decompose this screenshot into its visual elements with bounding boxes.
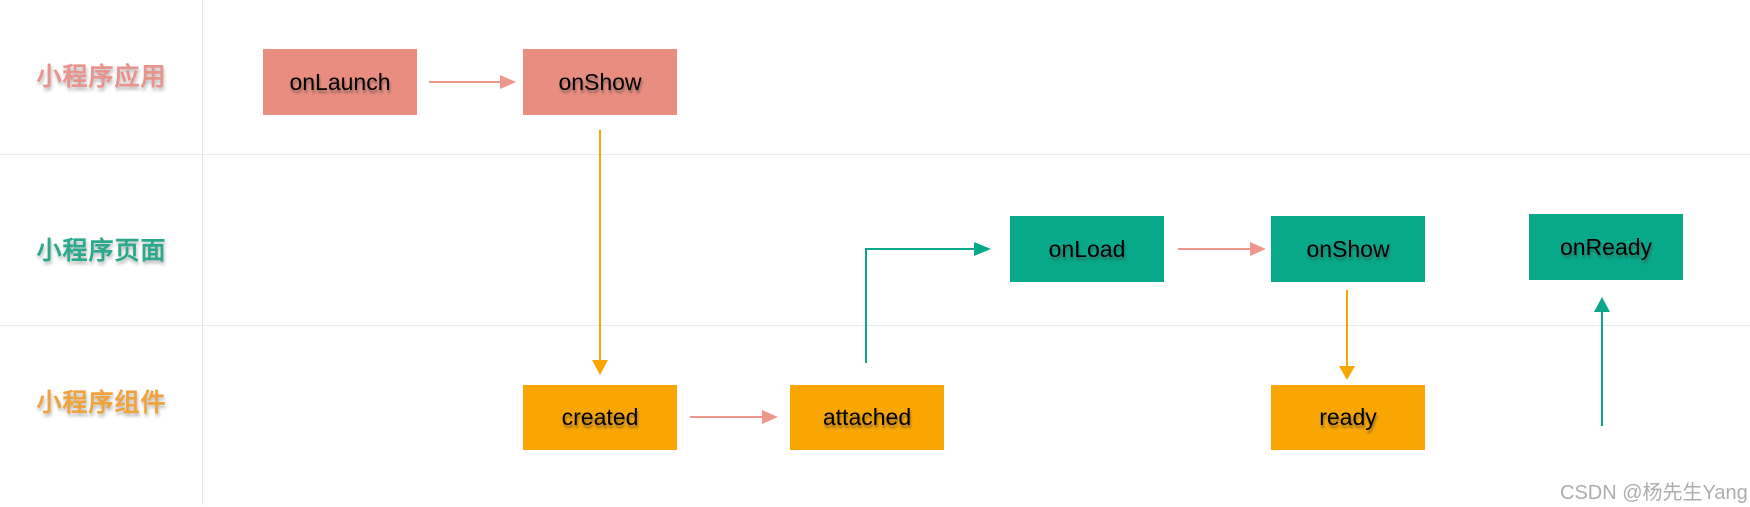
arrow-ready-to-onready bbox=[1430, 297, 1610, 426]
arrow-onshow-to-created bbox=[592, 130, 608, 375]
arrow-onload-to-onshow bbox=[1178, 242, 1266, 256]
node-comp-attached: attached bbox=[790, 385, 944, 450]
csdn-watermark: CSDN @杨先生Yang bbox=[1560, 482, 1748, 504]
node-page-onready: onReady bbox=[1529, 214, 1683, 280]
node-comp-created: created bbox=[523, 385, 677, 450]
divider-vertical-label-column bbox=[202, 0, 203, 505]
arrow-onlaunch-to-onshow bbox=[429, 75, 516, 89]
arrow-attached-to-onload bbox=[865, 242, 991, 363]
node-comp-ready: ready bbox=[1271, 385, 1425, 450]
node-page-onshow: onShow bbox=[1271, 216, 1425, 282]
divider-app-page-lanes bbox=[0, 154, 1750, 155]
lane-label-app: 小程序应用 bbox=[36, 63, 167, 91]
lane-label-page: 小程序页面 bbox=[36, 237, 167, 265]
node-page-onload: onLoad bbox=[1010, 216, 1164, 282]
node-app-onshow: onShow bbox=[523, 49, 677, 115]
arrow-created-to-attached bbox=[690, 410, 778, 424]
divider-page-component-lanes bbox=[0, 325, 1750, 326]
lane-label-component: 小程序组件 bbox=[36, 389, 167, 417]
node-app-onlaunch: onLaunch bbox=[263, 49, 417, 115]
arrow-onshow-to-ready bbox=[1339, 290, 1355, 380]
